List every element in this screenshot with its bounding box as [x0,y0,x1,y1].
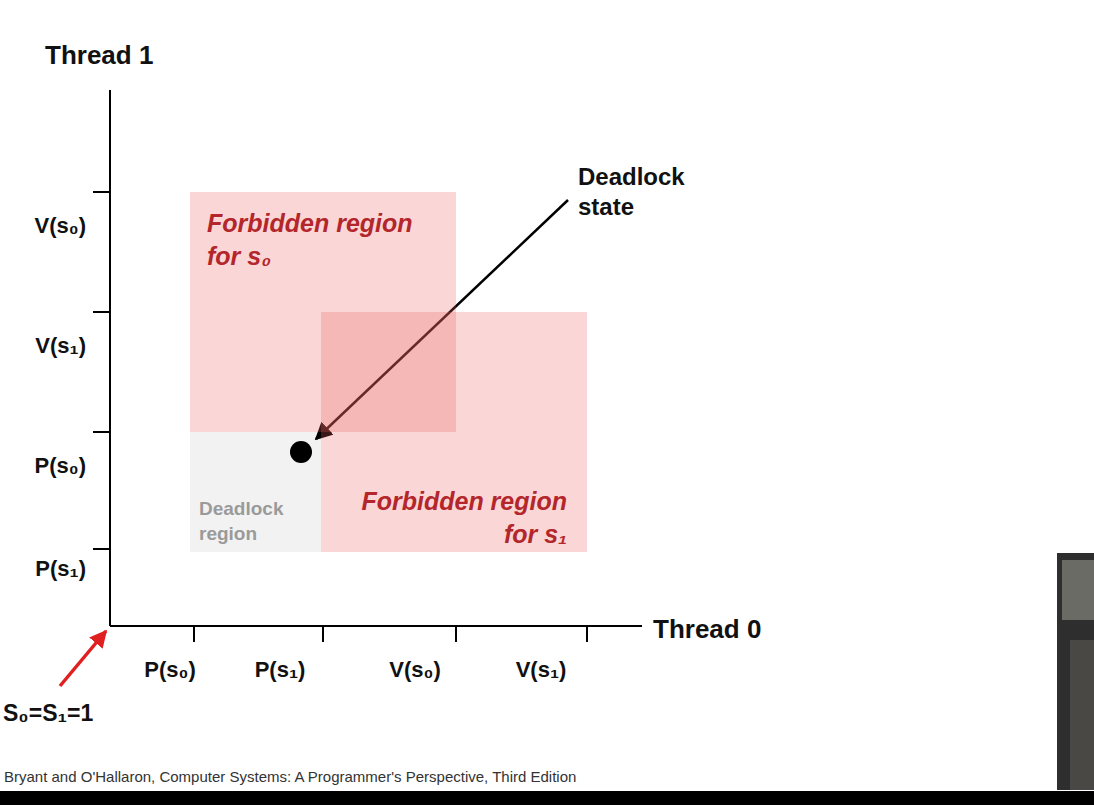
tick-label: P(s₀) [0,453,86,479]
tick-label: P(s₁) [0,556,86,582]
axis-title: Thread 0 [653,614,761,645]
initial-state-label: S₀=S₁=1 [3,700,93,728]
tick-label: V(s₀) [0,213,86,239]
region-label: Forbidden region for s₁ [342,485,567,550]
source-credit: Bryant and O'Hallaron, Computer Systems:… [4,768,576,786]
region-label: Forbidden region for s₀ [207,207,432,272]
deadlock-region: Deadlock region [190,432,321,552]
tick-label: P(s₁) [240,657,320,683]
video-thumbnail [1070,640,1094,790]
y-ticks [93,192,110,549]
x-ticks [194,626,587,642]
tick-label: V(s₁) [501,657,581,683]
y-axis [109,90,111,626]
origin-arrow [60,631,106,686]
x-axis [110,625,642,627]
tick-label: V(s₁) [0,333,86,359]
forbidden-region: Forbidden region for s₁ [321,312,587,552]
video-thumbnail [1057,553,1094,790]
tick-label: V(s₀) [375,657,455,683]
callout-label: Deadlock state [578,162,713,222]
region-label: Deadlock region [199,496,311,547]
bottom-bar [0,791,1094,805]
video-thumbnail [1062,560,1094,620]
axis-title: Thread 1 [45,40,153,71]
tick-label: P(s₀) [130,657,210,683]
